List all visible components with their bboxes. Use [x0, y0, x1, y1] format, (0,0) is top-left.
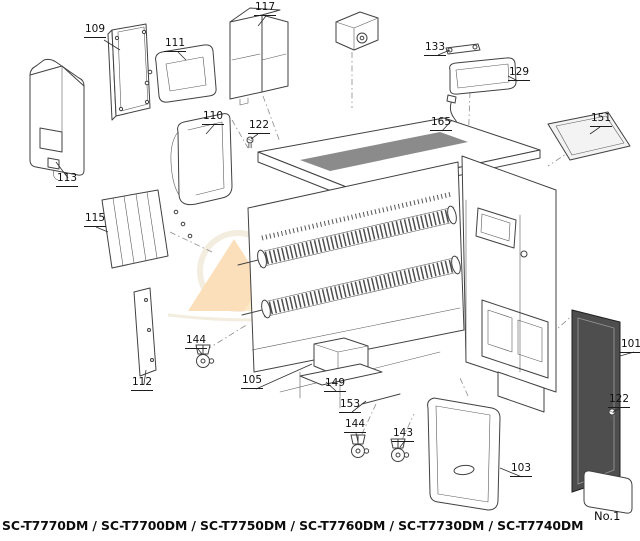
callout-153: 153: [339, 399, 362, 413]
part-110-curved-cover: [170, 113, 233, 206]
callout-133: 133: [424, 42, 447, 56]
callout-144a: 144: [185, 335, 208, 349]
callout-103: 103: [510, 463, 533, 477]
callout-149: 149: [324, 378, 347, 392]
leader-lines: [55, 15, 635, 478]
model-list: SC-T7770DM / SC-T7700DM / SC-T7750DM / S…: [2, 518, 584, 533]
callout-122a: 122: [248, 120, 271, 134]
callout-113: 113: [56, 173, 79, 187]
callout-111: 111: [164, 38, 187, 52]
part-112-strip: [133, 287, 157, 377]
part-109-stacked-panels: [107, 23, 151, 121]
callout-144b: 144: [344, 419, 367, 433]
callout-122b: 122: [608, 394, 631, 408]
part-153-rod: [361, 393, 401, 405]
callout-143: 143: [392, 428, 415, 442]
callout-112: 112: [131, 377, 154, 391]
part-144-caster-b: [350, 434, 370, 458]
part-143-caster: [390, 438, 410, 462]
part-113-left-cover: [29, 58, 85, 181]
part-151-flat-panel: [547, 111, 631, 161]
page-number: No.1: [594, 509, 621, 523]
callout-101: 101: [620, 339, 640, 353]
top-small-assembly: [335, 11, 379, 51]
part-101-right-panel: [571, 309, 633, 514]
part-149-sheet: [299, 363, 383, 386]
part-115-grid-panel: [101, 189, 193, 269]
callout-115: 115: [84, 213, 107, 227]
printer-main-body: [237, 117, 557, 413]
callout-129: 129: [508, 67, 531, 81]
part-129-tray: [449, 57, 517, 95]
callout-151: 151: [590, 113, 613, 127]
callout-105: 105: [241, 375, 264, 389]
callout-110: 110: [202, 111, 225, 125]
part-133-bracket: [445, 43, 481, 55]
callout-117: 117: [254, 2, 277, 16]
part-111-frame: [144, 44, 217, 103]
small-screws: [173, 209, 193, 239]
part-117-cabinet: [229, 7, 289, 106]
callout-165: 165: [430, 117, 453, 131]
part-103-cover: [427, 397, 501, 511]
callout-109: 109: [84, 24, 107, 38]
